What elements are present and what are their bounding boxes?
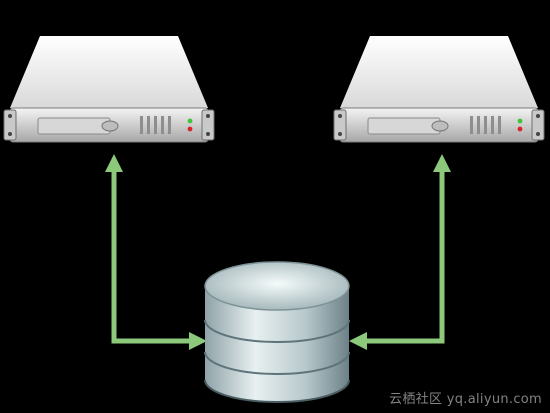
database-body (205, 286, 349, 402)
server-right-bracket (201, 109, 215, 141)
connector-right (349, 154, 451, 350)
drive-bay (367, 117, 441, 135)
database (204, 261, 350, 403)
server-left (3, 36, 215, 143)
database-top (204, 261, 350, 311)
status-led-red (187, 126, 193, 132)
server-top-face (340, 36, 538, 108)
power-button (101, 120, 119, 132)
server-left-bracket (3, 109, 17, 141)
server-right (333, 36, 545, 143)
watermark-text: 云栖社区 yq.aliyun.com (389, 392, 542, 407)
drive-bay (37, 117, 111, 135)
server-top-face (10, 36, 208, 108)
server-right-bracket (531, 109, 545, 141)
connector-left (105, 154, 207, 350)
power-button (431, 120, 449, 132)
database-ring-2 (204, 351, 350, 375)
status-led-green (187, 118, 193, 124)
database-ring-1 (204, 319, 350, 343)
vent-slots (470, 116, 501, 134)
status-led-red (517, 126, 523, 132)
server-left-bracket (333, 109, 347, 141)
status-led-green (517, 118, 523, 124)
vent-slots (140, 116, 171, 134)
